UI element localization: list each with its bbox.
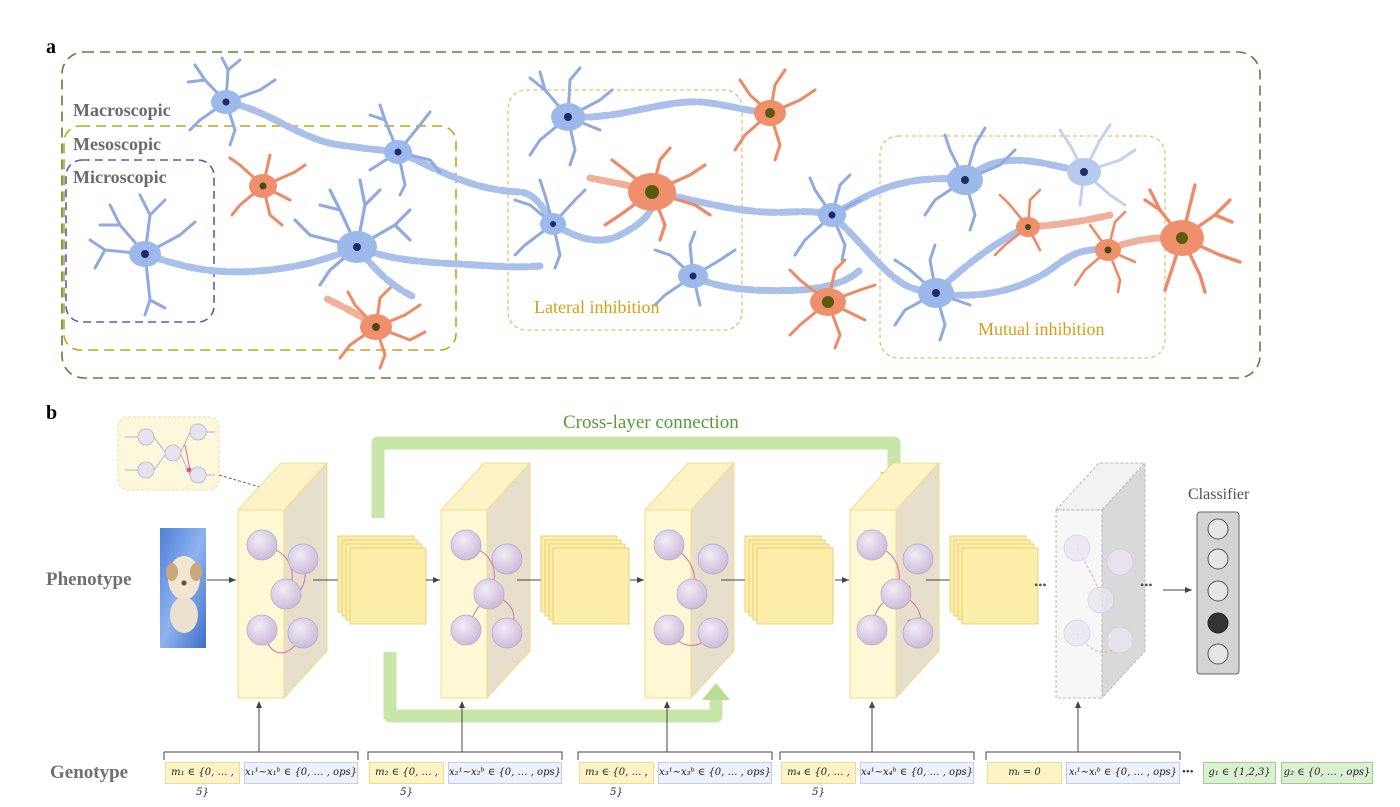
panel-b-letter: b (46, 402, 58, 424)
microscopic-box (65, 159, 215, 323)
inhibitory-neuron (993, 188, 1042, 257)
mutual-inhibition-box (879, 135, 1166, 359)
excitatory-neuron (368, 103, 442, 197)
axon (961, 156, 1088, 184)
axon (828, 175, 969, 219)
cross-layer-arrowhead-bottom (702, 683, 730, 700)
inhibitory-neuron (603, 146, 712, 242)
inhibitory-neuron (733, 68, 817, 162)
axon (1024, 211, 1114, 231)
microscopic-label: Microscopic (73, 167, 167, 187)
cross-layer-connection-label: Cross-layer connection (563, 412, 739, 433)
gene-m-3: m₃ ∈ {0, … , 5} (579, 762, 654, 798)
axon (646, 188, 836, 219)
panel-b (117, 416, 1240, 760)
genotype-label: Genotype (50, 762, 129, 783)
inhibitory-neuron (228, 153, 307, 227)
gene-g2: g₂ ∈ {0, … , ops} (1281, 762, 1373, 784)
cross-layer-connection-top (371, 436, 901, 518)
cell-block-1 (236, 461, 329, 700)
cell-block-2 (439, 461, 532, 700)
lateral-inhibition-label: Lateral inhibition (534, 297, 660, 317)
classifier-label: Classifier (1188, 486, 1250, 503)
excitatory-neuron (1058, 123, 1137, 207)
feature-map-stack-4 (949, 535, 1039, 625)
inhibitory-neuron (338, 286, 427, 370)
axon (222, 98, 402, 156)
panel-a (61, 51, 1261, 379)
mesoscopic-box (63, 125, 457, 351)
excitatory-neuron (923, 126, 1017, 232)
classifier-node-active (1207, 612, 1229, 634)
excitatory-neuron (186, 56, 277, 147)
axon (932, 246, 1112, 299)
genotype-brackets (163, 705, 1181, 760)
excitatory-neuron (88, 193, 197, 317)
gene-x-i: xᵢ¹~xᵢᵇ ∈ {0, … , ops} (1066, 762, 1180, 784)
classifier-node (1207, 580, 1229, 602)
phenotype-label: Phenotype (46, 569, 132, 590)
excitatory-neuron (893, 243, 972, 342)
gene-x-3: x₃¹~x₃ᵇ ∈ {0, … , ops} (658, 762, 772, 784)
feature-map-stack-3 (744, 535, 834, 625)
excitatory-neuron (293, 178, 412, 287)
gene-x-4: x₄¹~x₄ᵇ ∈ {0, … , ops} (860, 762, 974, 784)
lateral-inhibition-box (507, 89, 743, 331)
cell-block-faded (1054, 461, 1147, 700)
inhibitory-neuron (1073, 210, 1137, 294)
excitatory-neuron (513, 178, 587, 270)
axon (394, 148, 557, 228)
classifier-node (1207, 518, 1229, 540)
inhibitory-neuron (788, 258, 877, 350)
gene-m-4: m₄ ∈ {0, … , 5} (781, 762, 856, 798)
classifier-node (1207, 643, 1229, 665)
ellipsis-dots: ••• (1182, 766, 1194, 778)
cross-layer-connection-bottom (383, 652, 723, 723)
gene-x-2: x₂¹~x₂ᵇ ∈ {0, … , ops} (448, 762, 562, 784)
gene-x-1: x₁¹~x₁ᵇ ∈ {0, … , ops} (244, 762, 358, 784)
gene-m-i: mᵢ = 0 (987, 762, 1062, 784)
excitatory-neuron (793, 173, 862, 262)
input-image (160, 528, 206, 648)
axon (141, 243, 361, 276)
classifier (1196, 511, 1240, 675)
genotype-arrowheads (256, 701, 1081, 708)
cell-block-4 (848, 461, 941, 700)
feature-map-stack-1 (337, 535, 427, 625)
panel-a-letter: a (46, 36, 56, 58)
mutual-inhibition-label: Mutual inhibition (978, 319, 1105, 339)
cell-block-3 (643, 461, 736, 700)
inhibitory-neurons (228, 68, 1242, 370)
macroscopic-label: Macroscopic (73, 100, 171, 120)
gene-m-1: m₁ ∈ {0, … , 5} (165, 762, 240, 798)
gene-m-2: m₂ ∈ {0, … , 5} (369, 762, 444, 798)
excitatory-neuron (653, 230, 737, 307)
inhibitory-neuron (1143, 183, 1242, 294)
axon (353, 243, 544, 271)
mesoscopic-label: Mesoscopic (73, 134, 161, 154)
feature-map-stack-2 (540, 535, 630, 625)
ellipsis-dots: ••• (1140, 578, 1153, 592)
macroscopic-box (61, 51, 1261, 379)
inset-cell-graph (117, 416, 281, 494)
excitatory-neuron (528, 66, 614, 167)
classifier-node (1207, 548, 1229, 570)
ellipsis-dots: ••• (1034, 578, 1047, 592)
axon (689, 266, 864, 295)
excitatory-neurons (88, 56, 1137, 342)
gene-g1: g₁ ∈ {1,2,3} (1203, 762, 1276, 784)
axon (564, 98, 774, 121)
